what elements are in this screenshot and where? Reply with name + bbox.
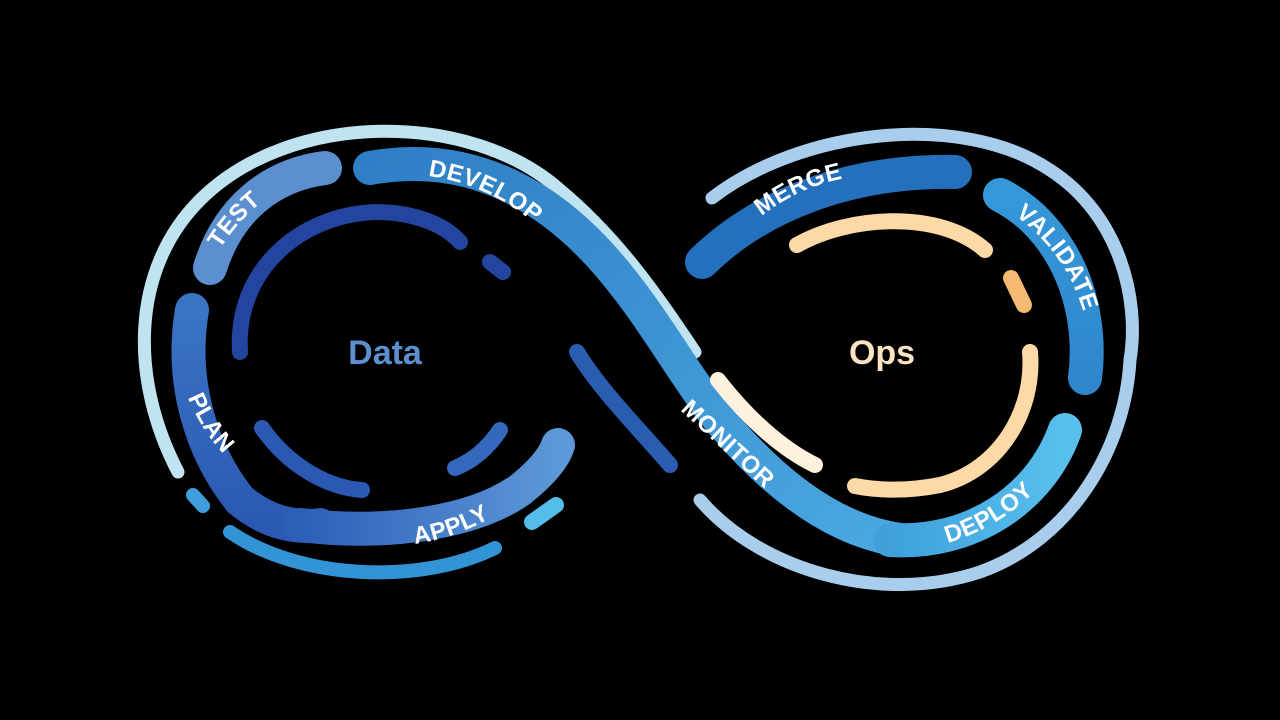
band-validate [983,178,1104,395]
data-loop-label: Data [348,334,423,372]
inner-right-arc-top [789,213,993,258]
band-test [193,151,342,285]
inner-left-arc-top [231,203,468,360]
inner-left-arc-bottom-right [447,422,508,476]
outer-arc-right-bottom [693,353,1137,591]
dot-apply-end [524,497,564,530]
inner-right-dot [1003,270,1032,313]
inner-left-arc-bottom [254,420,370,498]
band-merge [685,154,972,279]
outer-arc-left [137,124,702,479]
inner-left-dot [482,254,511,280]
band-develop-monitor [353,147,917,557]
ops-loop-label: Ops [849,334,915,372]
outer-arc-right-top [705,127,1139,367]
dot-bottom-left [186,488,210,513]
inner-right-arc-bottom [710,372,823,473]
band-deploy [873,413,1082,558]
outer-arc-bottom-left [223,525,502,580]
band-cross-dark [569,344,678,473]
band-apply [283,428,575,546]
inner-right-arc-side [847,344,1039,498]
